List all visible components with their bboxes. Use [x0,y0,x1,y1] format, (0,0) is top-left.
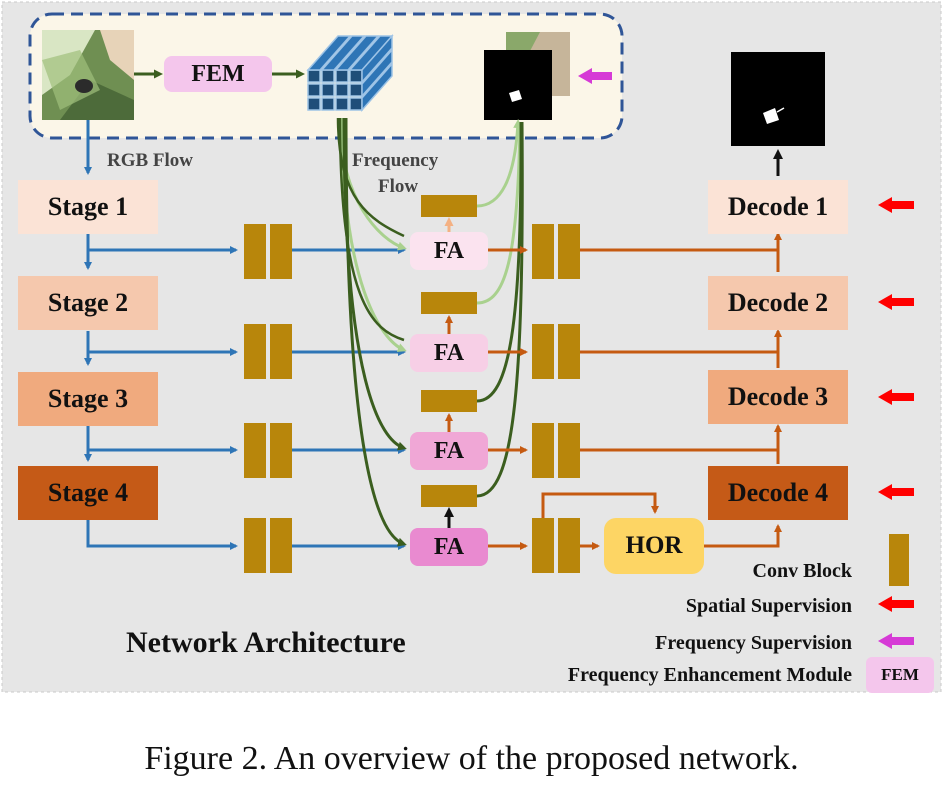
legend-fem-full: Frequency Enhancement Module [567,664,852,686]
fa-module-3: FA [410,432,488,470]
conv-blocks-middle [421,195,477,507]
legend-spatial-swatch [878,596,914,612]
frequency-flow-label-line2: Flow [378,176,419,197]
fa-module-2: FA [410,334,488,372]
legend-spatial-supervision: Spatial Supervision [685,595,852,617]
rgb-flow-label: RGB Flow [107,150,194,171]
figure-caption: Figure 2. An overview of the proposed ne… [144,740,799,777]
decode-3: Decode 3 [708,370,848,424]
fa-module-4: FA [410,528,488,566]
rgb-input-image [42,30,134,120]
diagram-title: Network Architecture [126,626,406,659]
hor-module: HOR [604,518,704,574]
frequency-supervision-arrow [578,68,612,84]
conv-blocks-left [244,224,292,573]
legend-frequency-swatch [878,633,914,649]
spatial-output-mask [731,52,825,146]
spatial-supervision-arrows [878,197,914,500]
stage-4: Stage 4 [18,466,158,520]
frequency-output-mask [484,32,570,120]
conv-blocks-right [532,224,580,573]
stage-1: Stage 1 [18,180,158,234]
frequency-flow-label-line1: Frequency [352,150,439,171]
legend-conv-block: Conv Block [752,560,852,582]
legend-conv-swatch [889,534,909,586]
decode-4: Decode 4 [708,466,848,520]
fa-module-1: FA [410,232,488,270]
stage-2: Stage 2 [18,276,158,330]
legend-frequency-supervision: Frequency Supervision [655,632,852,654]
fem-module: FEM [164,56,272,92]
decode-2: Decode 2 [708,276,848,330]
decode-1: Decode 1 [708,180,848,234]
frequency-feature-cube [306,34,394,112]
legend-fem-swatch: FEM [866,657,934,693]
stage-3: Stage 3 [18,372,158,426]
